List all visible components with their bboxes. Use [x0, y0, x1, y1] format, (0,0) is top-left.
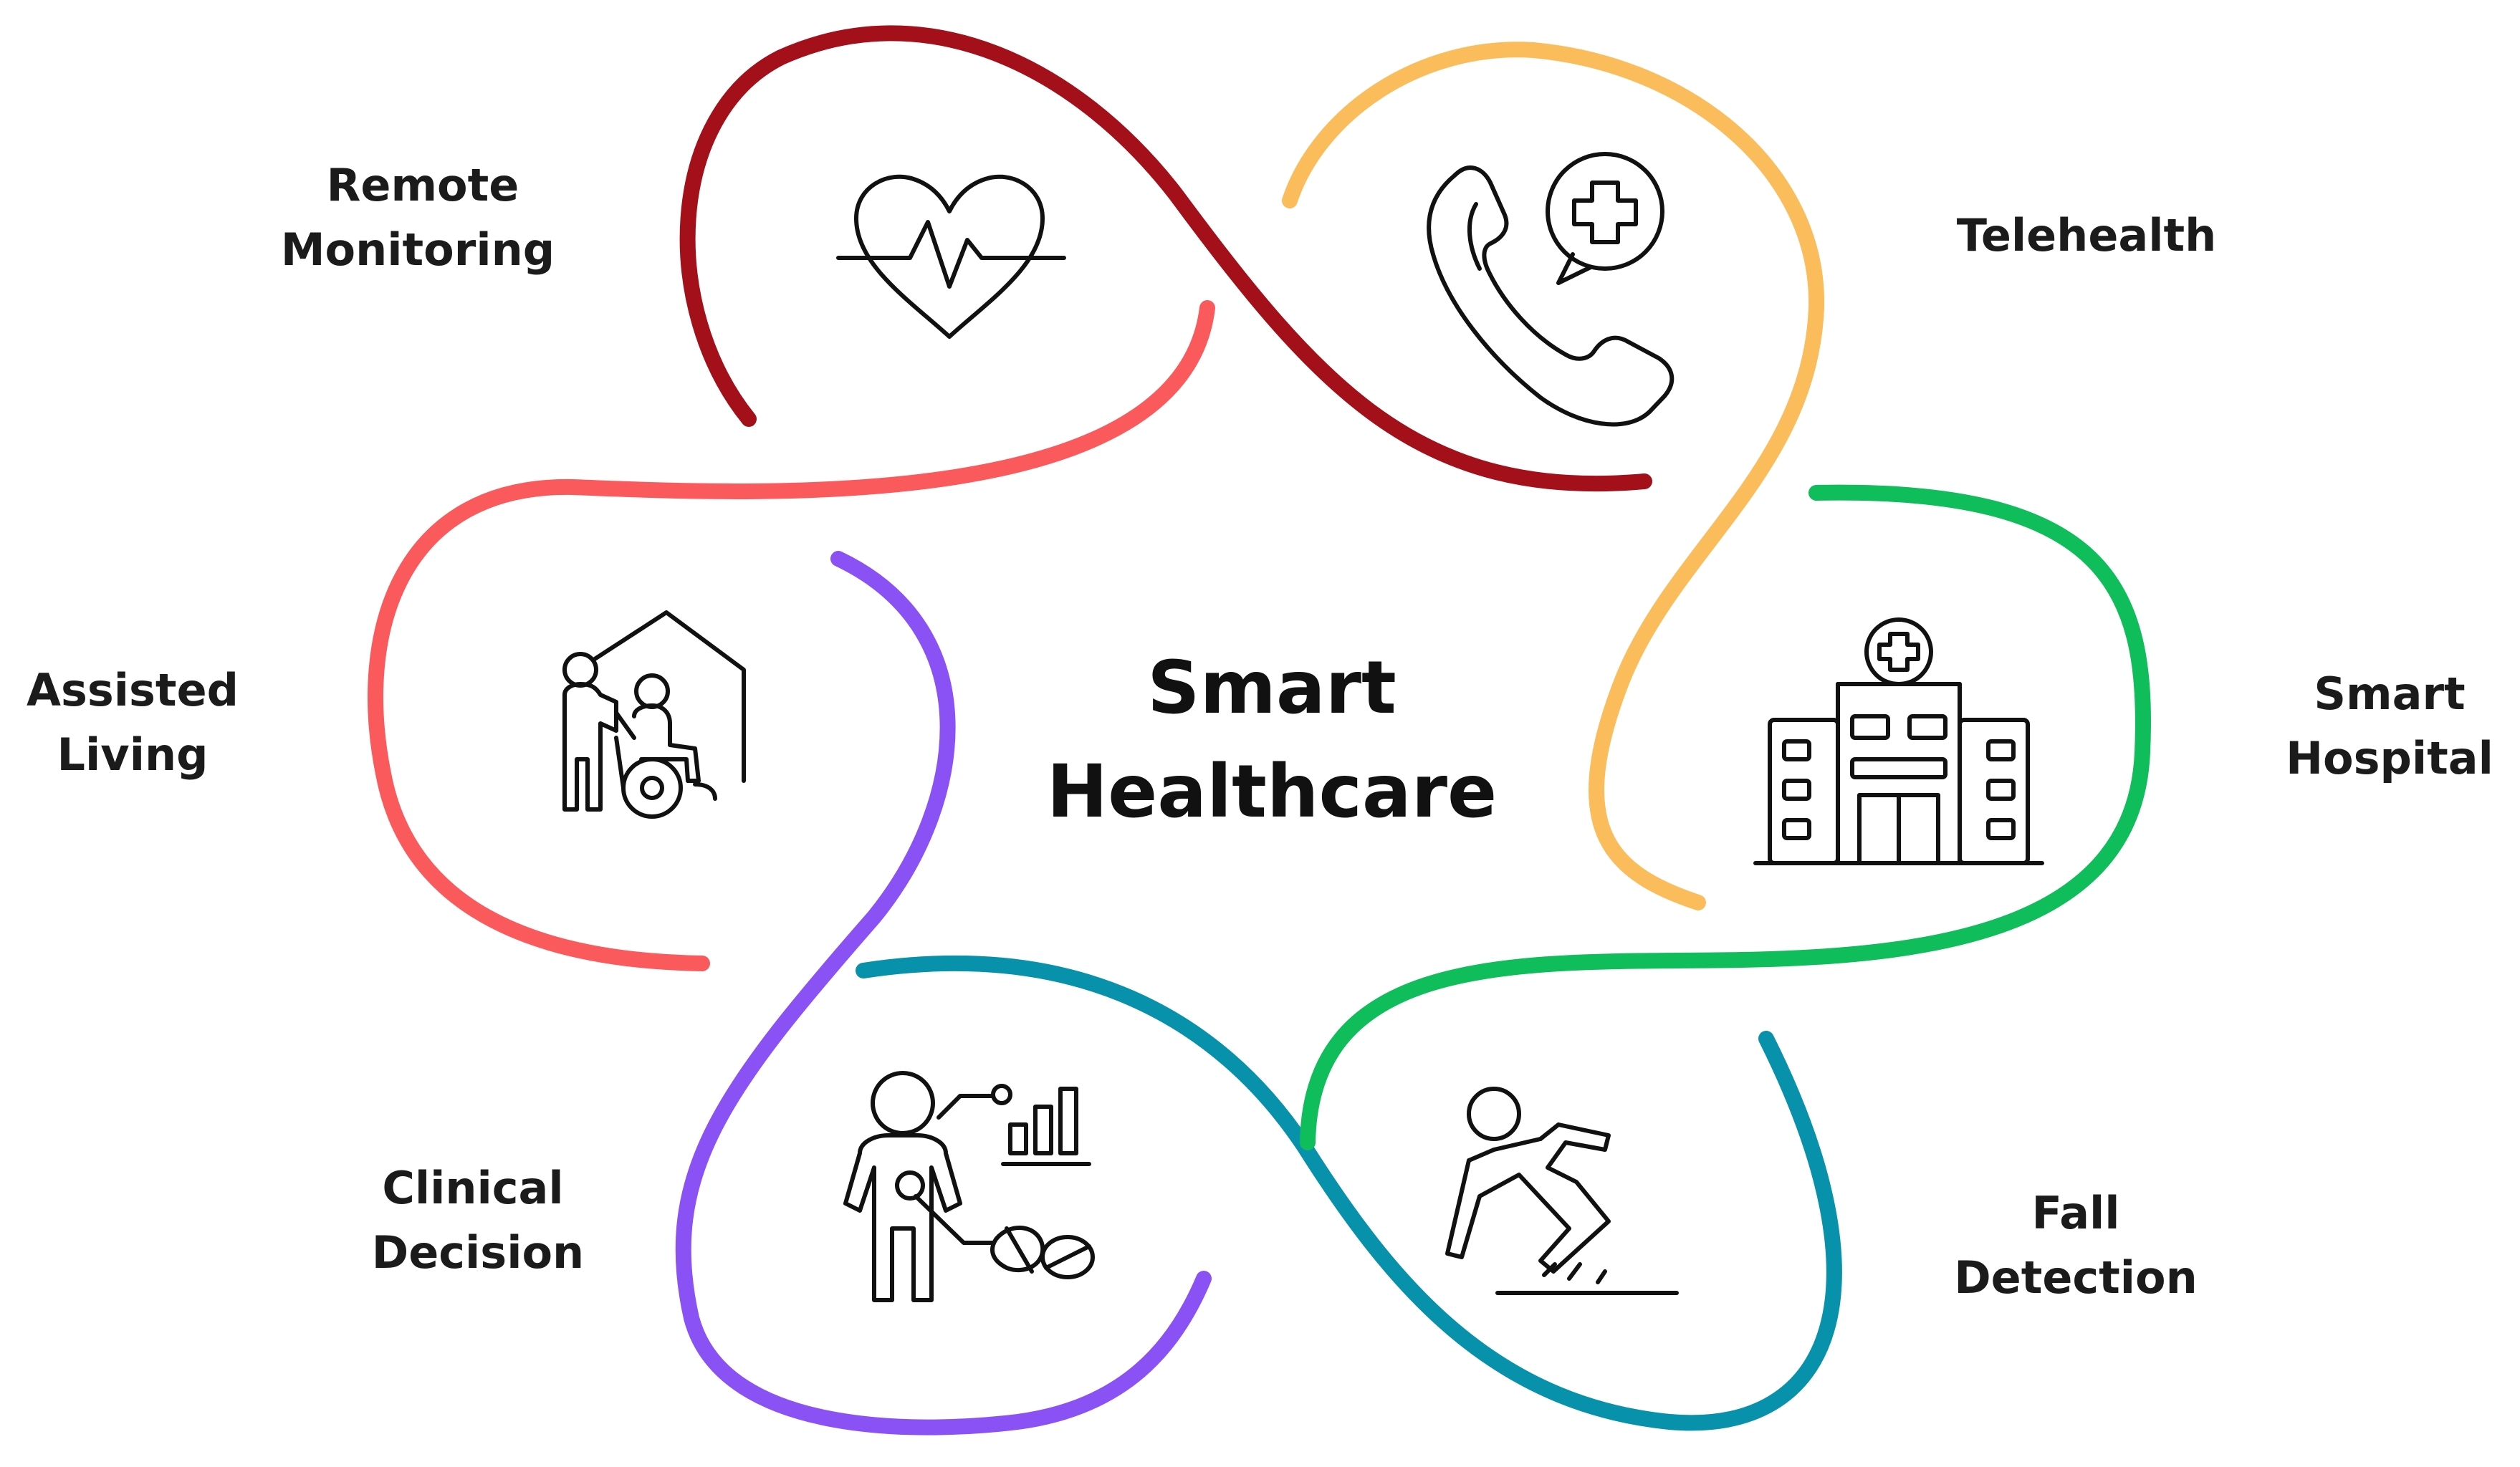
hospital-icon [1753, 617, 2044, 865]
label-smart-hospital: Smart [2314, 668, 2465, 720]
center-title-line2: Healthcare [1047, 749, 1498, 834]
label-assisted-living-line2: Living [57, 728, 209, 781]
loop-clinical-decision [675, 551, 1212, 1435]
heart-pulse-icon [836, 174, 1066, 339]
label-assisted-living: Assisted [27, 664, 239, 716]
label-remote-monitoring-line2: Monitoring [281, 223, 555, 276]
label-telehealth: Telehealth [1957, 209, 2216, 261]
center-title: Smart [1147, 645, 1396, 731]
label-clinical-decision: Clinical [382, 1162, 563, 1214]
label-fall-detection: Fall [2031, 1187, 2119, 1239]
loop-telehealth [1282, 42, 1825, 910]
loop-smart-hospital [1300, 484, 2151, 1150]
loop-fall-detection [856, 955, 1842, 1431]
falling-person-icon [1445, 1087, 1679, 1295]
label-clinical-decision-line2: Decision [372, 1226, 584, 1279]
label-remote-monitoring: Remote [327, 159, 519, 211]
phone-medical-icon [1427, 152, 1675, 427]
label-fall-detection-line2: Detection [1954, 1251, 2198, 1304]
clinician-chart-pills-icon [843, 1071, 1095, 1302]
loop-remote-monitoring [679, 25, 1652, 492]
caregiver-wheelchair-icon [562, 610, 746, 819]
label-smart-hospital-line2: Hospital [2286, 732, 2493, 784]
loop-assisted-living [368, 300, 1215, 971]
